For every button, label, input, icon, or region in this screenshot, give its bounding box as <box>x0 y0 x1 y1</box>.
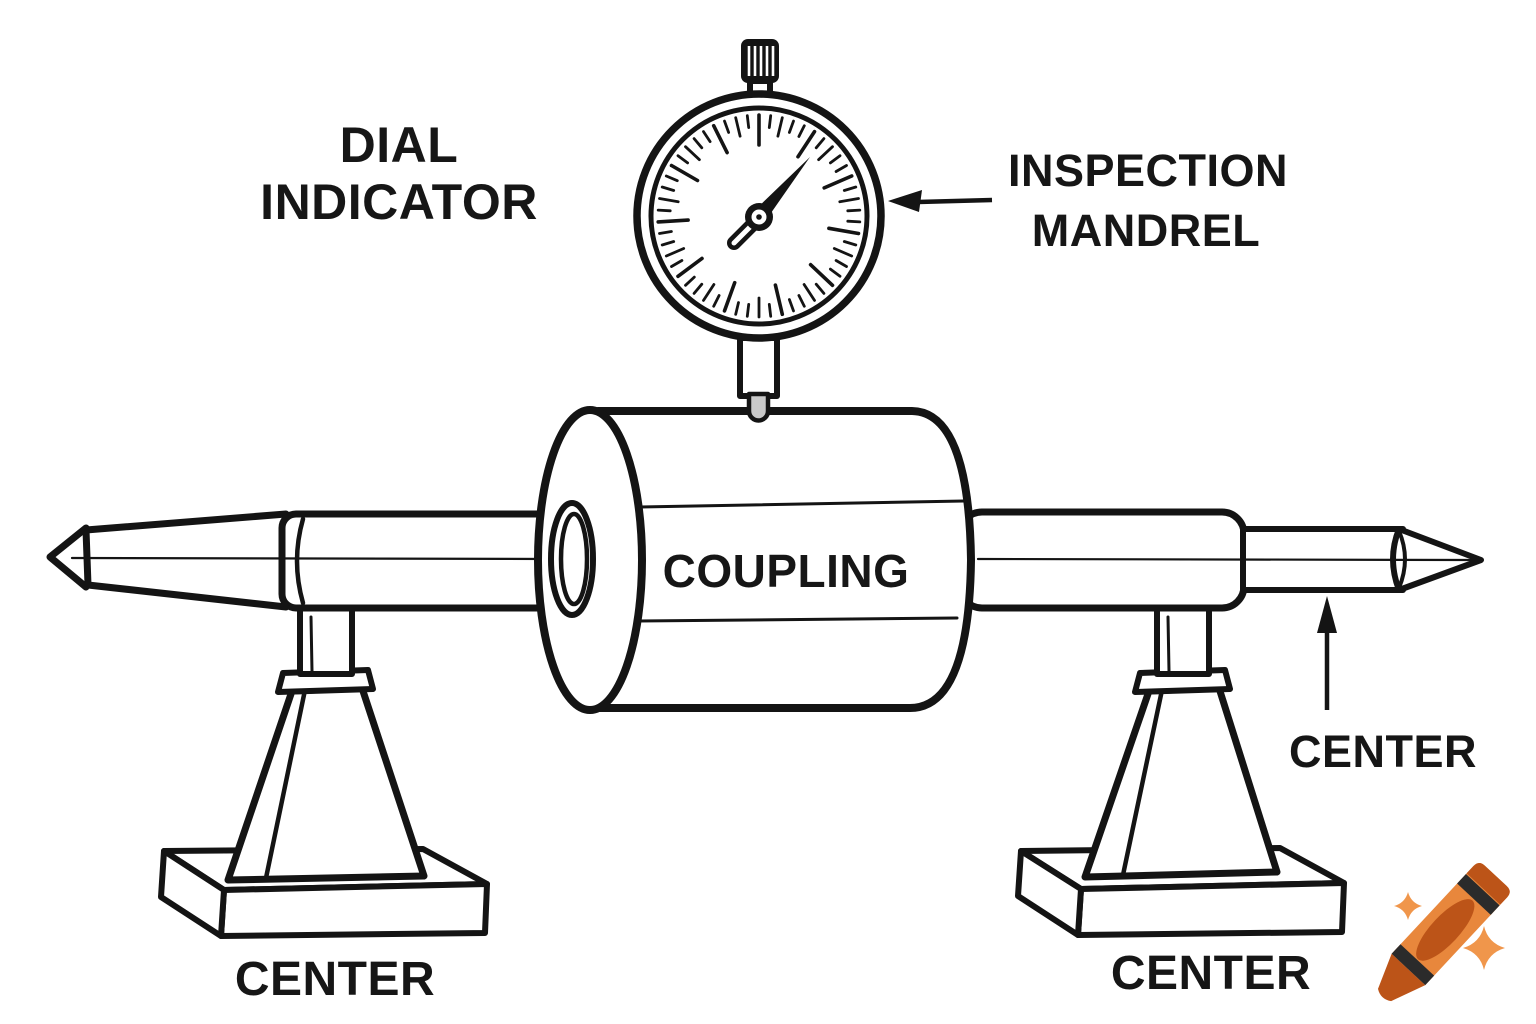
right-support-post <box>1154 603 1212 677</box>
left-taper-section <box>82 510 290 611</box>
left-support-post <box>297 603 355 677</box>
right-center-label: CENTER <box>1111 947 1311 1000</box>
indicator-plunger-tip <box>746 391 771 423</box>
inspection-mandrel-arrow <box>888 190 993 212</box>
left-shaft-end-arc <box>294 516 306 606</box>
coupling-face-line-bottom <box>636 616 959 623</box>
dial-indicator <box>633 39 885 423</box>
coupling: COUPLING <box>534 406 975 714</box>
indicator-bezel-inner <box>648 105 870 327</box>
indicator-needle <box>727 157 810 250</box>
crayon-icon <box>1377 862 1510 1002</box>
right-centerline <box>976 557 1478 562</box>
left-center-support <box>158 603 490 939</box>
dial-indicator-label-line2: INDICATOR <box>260 174 538 230</box>
coupling-label: COUPLING <box>663 545 910 597</box>
indicator-dial-ticks <box>656 113 862 319</box>
indicator-stem <box>737 335 780 399</box>
coupling-hub-inner <box>558 511 590 607</box>
arrow-head-up <box>1317 596 1337 633</box>
sparkle-icon-small <box>1394 892 1422 920</box>
coupling-face-line-top <box>638 499 966 509</box>
crayon-stripe-tip <box>1391 944 1435 986</box>
arrow-head-left <box>888 190 922 212</box>
crayon-end-cap <box>1466 862 1510 905</box>
left-support-pyramid <box>224 667 428 884</box>
inspection-mandrel-label-line1: INSPECTION <box>1008 145 1288 196</box>
inspection-mandrel-shaft <box>46 508 1484 612</box>
labels: DIAL INDICATOR INSPECTION MANDREL CENTER… <box>235 117 1477 1006</box>
crayon-stripe-end <box>1457 874 1500 915</box>
indicator-knob-knurling <box>747 46 775 76</box>
tail-center-arrow <box>1317 596 1337 710</box>
inspection-mandrel-label-line2: MANDREL <box>1032 205 1260 256</box>
tail-center-label: CENTER <box>1289 726 1477 777</box>
coupling-body <box>594 407 975 712</box>
right-support-pyramid <box>1081 667 1281 881</box>
crayon-tip <box>1377 953 1426 1002</box>
right-center-support <box>1015 603 1347 938</box>
left-center-label: CENTER <box>235 953 435 1006</box>
left-shaft-body <box>278 510 572 612</box>
dial-indicator-label-line1: DIAL <box>340 117 459 173</box>
sparkle-icon-large <box>1463 926 1505 970</box>
crayon-label-oval <box>1416 899 1475 961</box>
left-centerline <box>70 556 558 561</box>
